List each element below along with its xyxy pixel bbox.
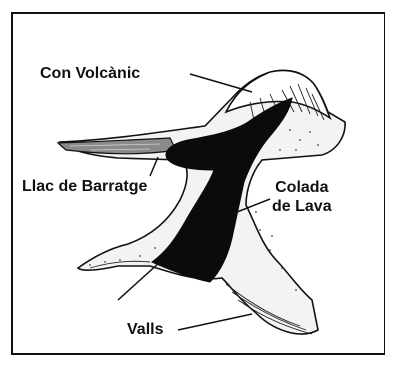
label-lava-line2: de Lava [272,197,332,216]
label-dammed-lake: Llac de Barratge [22,177,147,196]
label-valleys: Valls [127,320,163,339]
label-lava-flow: Colada de Lava [272,178,332,216]
leader-valley-lower [178,314,252,330]
leader-volcano [190,74,252,92]
label-volcanic-cone: Con Volcànic [40,64,140,83]
leader-valley-upper [118,262,160,300]
label-lava-line1: Colada [272,178,332,197]
